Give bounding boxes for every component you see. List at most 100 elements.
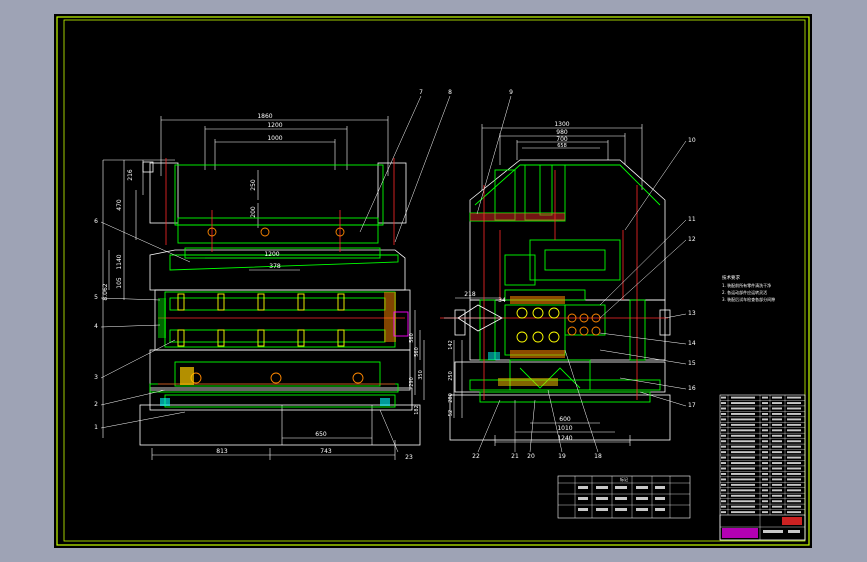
front-right-bearing	[384, 292, 396, 342]
front-centerlines	[158, 158, 405, 385]
parts-list-cell	[731, 494, 755, 497]
parts-list-cells	[721, 396, 801, 514]
parts-list-cell	[721, 489, 726, 492]
side-dim-600: 600	[559, 416, 571, 423]
parts-list-cell	[787, 511, 801, 514]
parts-list-cell	[762, 407, 768, 410]
front-callout-23: 23	[405, 454, 413, 461]
parts-list-cell	[762, 440, 768, 443]
parts-list-cell	[731, 456, 755, 459]
front-coupling	[393, 311, 409, 337]
front-dim-1000: 1000	[267, 135, 282, 142]
side-callout-22: 22	[472, 453, 480, 460]
front-callout-6: 6	[94, 218, 98, 225]
inner-border	[63, 19, 806, 542]
parts-list-cell	[721, 423, 726, 426]
front-dim-1200-top: 1200	[267, 122, 282, 129]
parts-list-cell	[762, 413, 768, 415]
side-dim-1010: 1010	[557, 425, 572, 432]
parts-list-cell	[787, 478, 801, 481]
parts-list-cell	[762, 478, 768, 481]
parts-list-cell	[731, 478, 755, 481]
parts-list-cell	[772, 402, 782, 404]
parts-list-cell	[762, 467, 768, 470]
parts-list-cell	[762, 489, 768, 492]
parts-list-cell	[721, 483, 726, 486]
title-block-stamp	[782, 517, 802, 525]
side-dim-280: 280	[448, 393, 454, 403]
side-dim-52: 52	[448, 410, 454, 416]
front-dim-813: 813	[216, 448, 228, 455]
side-dim-142: 142	[448, 340, 454, 350]
parts-list-cell	[731, 500, 755, 503]
parts-list-cell	[772, 494, 782, 497]
parts-list-cell	[721, 434, 726, 437]
front-frame-outline	[139, 161, 421, 446]
notes-line-1: 1. 装配前所有零件清洗干净	[722, 282, 771, 288]
parts-list-cell	[721, 473, 726, 475]
parts-list-cell	[772, 456, 782, 459]
side-callout-13: 13	[688, 310, 696, 317]
front-callout-3: 3	[94, 374, 98, 381]
side-callout-18: 18	[594, 453, 602, 460]
parts-list-cell	[787, 467, 801, 470]
parts-list-rows	[720, 400, 805, 510]
parts-list-cell	[762, 402, 768, 404]
parts-list-cell	[762, 505, 768, 508]
parts-list-cell	[721, 429, 726, 432]
side-callout-15: 15	[688, 360, 696, 367]
parts-list-cell	[762, 429, 768, 432]
side-callout-11: 11	[688, 216, 696, 223]
side-dim-700: 700	[556, 136, 568, 143]
parts-list-cell	[772, 429, 782, 432]
front-dim-470: 470	[116, 199, 123, 211]
parts-list-cell	[731, 473, 755, 475]
front-part-outlines	[149, 164, 399, 408]
notes-line-3: 3. 装配后试车检查各部分间隙	[722, 296, 775, 302]
front-gear-block	[180, 367, 194, 385]
side-top-beam	[470, 213, 565, 221]
parts-list-cell	[787, 434, 801, 437]
parts-list-cell	[762, 494, 768, 497]
parts-list-cell	[721, 413, 726, 415]
parts-list-cell	[762, 462, 768, 464]
parts-list-cell	[731, 429, 755, 432]
side-upper-roll-seat	[510, 296, 565, 304]
parts-list-cell	[772, 505, 782, 508]
parts-list-cell	[787, 451, 801, 454]
parts-list-cell	[787, 429, 801, 432]
parts-list-cell	[787, 418, 801, 421]
side-callout-10: 10	[688, 137, 696, 144]
parts-list-cell	[721, 462, 726, 464]
parts-list-cell	[772, 434, 782, 437]
front-leader-lines	[100, 95, 451, 453]
parts-list-cell	[762, 473, 768, 475]
parts-list-cell	[762, 500, 768, 503]
parts-list-cell	[772, 396, 782, 399]
side-callout-14: 14	[688, 340, 696, 347]
parts-list-cell	[721, 451, 726, 454]
parts-list-cell	[731, 489, 755, 492]
parts-list-cell	[787, 483, 801, 486]
front-dim-350: 350	[418, 370, 424, 380]
side-dim-658: 658	[557, 143, 567, 149]
parts-list-cell	[772, 511, 782, 514]
front-callout-4: 4	[94, 323, 98, 330]
parts-list-cell	[731, 451, 755, 454]
front-dim-1200-mid: 1200	[264, 251, 279, 258]
side-view: 1300 980 700 658 218 34 142 250 280 52 6…	[440, 89, 696, 460]
parts-list-cell	[731, 445, 755, 448]
parts-list-cell	[731, 483, 755, 486]
parts-list-cell	[762, 423, 768, 426]
side-callout-20: 20	[527, 453, 535, 460]
parts-list-cell	[731, 440, 755, 443]
side-lower-roll-seat	[510, 350, 565, 358]
parts-list-cell	[731, 423, 755, 426]
revision-table: 标记	[557, 475, 691, 519]
parts-list-cell	[721, 402, 726, 404]
parts-list-cell	[762, 418, 768, 421]
front-callout-5: 5	[94, 294, 98, 301]
front-callout-7: 7	[419, 89, 423, 96]
parts-list-cell	[721, 396, 726, 399]
